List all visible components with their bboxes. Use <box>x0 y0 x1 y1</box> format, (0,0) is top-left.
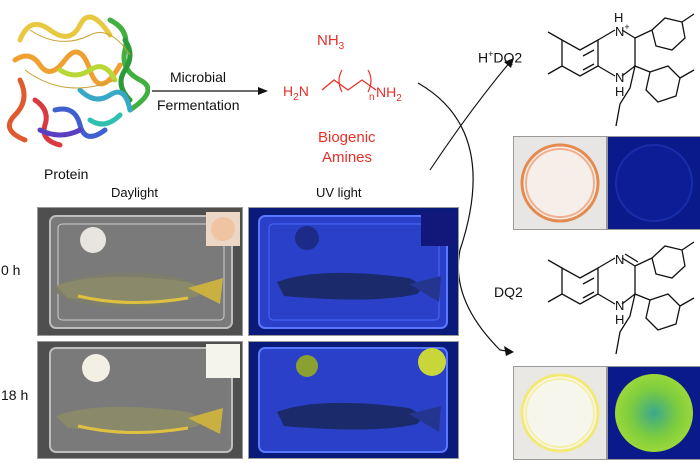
neutral-n-bottom: N <box>615 298 624 313</box>
green-fluorescent-spot <box>615 374 693 452</box>
diamine-chain-bonds <box>321 69 377 93</box>
fish-tray-daylight-18h <box>49 344 240 453</box>
diamine-left-group: H2N <box>283 83 309 103</box>
row-0h-label: 0 h <box>1 262 21 278</box>
uv-column-label: UV light <box>316 185 362 200</box>
protonated-n-top-atom: N+ <box>615 22 630 39</box>
neutral-nh-bottom: H <box>615 312 624 327</box>
protonated-nh-bottom: H <box>615 84 624 99</box>
neutral-dq2-label: DQ2 <box>494 284 523 300</box>
photo-daylight-0h <box>37 207 243 336</box>
diamine-right-group: NH2 <box>376 84 402 104</box>
photo-daylight-18h <box>37 341 243 459</box>
ammonia-formula: NH3 <box>317 32 345 52</box>
row-18h-label: 18 h <box>1 387 29 403</box>
strip-neutral-daylight <box>513 366 607 460</box>
fermentation-arrow <box>152 87 268 95</box>
photo-uv-0h <box>248 207 459 336</box>
amines-label: Amines <box>322 149 373 166</box>
protonated-n-top: H <box>614 10 623 25</box>
photo-uv-18h <box>248 341 459 459</box>
process-label-line2: Fermentation <box>157 97 240 113</box>
neutral-n-top: N <box>615 252 624 267</box>
strip-protonated-daylight <box>513 136 607 230</box>
orange-spot <box>520 143 600 223</box>
strip-neutral-uv <box>607 366 700 460</box>
daylight-column-label: Daylight <box>111 185 158 200</box>
strip-protonated-uv <box>607 136 700 230</box>
fish-tray-uv-18h <box>258 347 448 453</box>
process-label-line1: Microbial <box>170 69 227 85</box>
structure-protonated-dq2: H N+ N H <box>547 10 695 127</box>
repeat-unit-n: n <box>369 92 375 103</box>
yellow-spot <box>520 373 600 453</box>
protonated-n-bottom: N <box>615 70 624 85</box>
uv-blue-spot <box>615 144 693 222</box>
fish-tray-uv-0h <box>258 212 455 329</box>
structure-neutral-dq2: N N H <box>547 241 695 355</box>
protein-ribbon-illustration <box>6 14 150 148</box>
protonated-dq2-label: H+DQ2 <box>478 49 523 66</box>
biogenic-label: Biogenic <box>318 129 376 146</box>
protein-label: Protein <box>44 166 89 182</box>
fish-tray-daylight-0h <box>49 212 240 329</box>
